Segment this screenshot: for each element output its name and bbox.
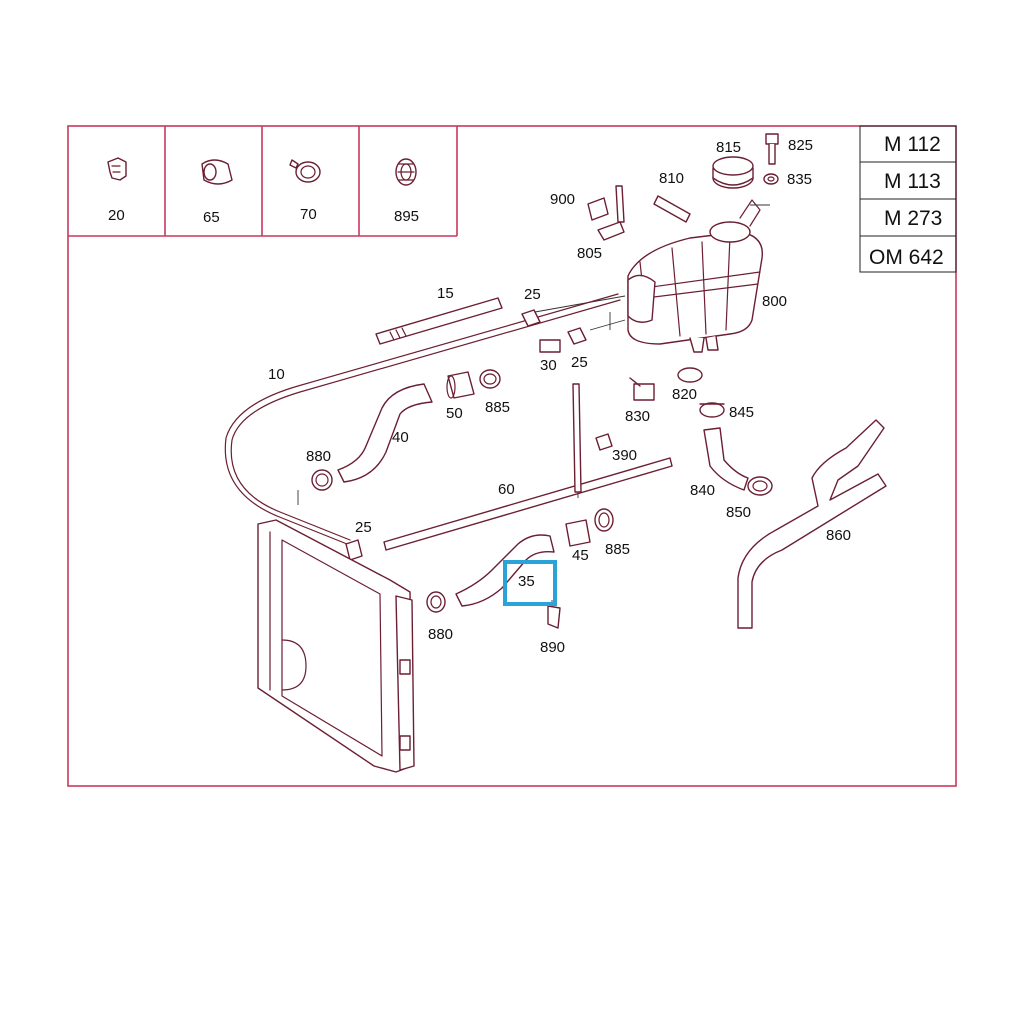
sleeve-30[interactable] bbox=[539, 339, 561, 353]
clip-390[interactable] bbox=[595, 433, 613, 451]
callout-label[interactable]: 900 bbox=[550, 191, 575, 208]
sleeve-50[interactable] bbox=[446, 371, 475, 399]
clamp-880-top[interactable] bbox=[311, 469, 333, 491]
selected-part-highlight bbox=[503, 560, 557, 606]
callout-label[interactable]: 850 bbox=[726, 504, 751, 521]
hose-15[interactable] bbox=[375, 297, 503, 345]
callout-label[interactable]: 860 bbox=[826, 527, 851, 544]
clip-icon[interactable] bbox=[107, 157, 127, 181]
clamp-885-top[interactable] bbox=[479, 369, 501, 389]
callout-label[interactable]: 10 bbox=[268, 366, 285, 383]
legend-strip: 20 65 70 895 bbox=[68, 126, 458, 237]
engine-variant: M 273 bbox=[884, 207, 942, 230]
radiator-cap[interactable] bbox=[712, 156, 754, 189]
callout-label[interactable]: 820 bbox=[672, 386, 697, 403]
sleeve-icon[interactable] bbox=[201, 159, 233, 185]
callout-label[interactable]: 35 bbox=[518, 573, 535, 590]
clamp-880-lower[interactable] bbox=[426, 591, 446, 613]
callout-label[interactable]: 810 bbox=[659, 170, 684, 187]
callout-label[interactable]: 835 bbox=[787, 171, 812, 188]
legend-part-number: 70 bbox=[300, 206, 317, 223]
legend-part-number: 65 bbox=[203, 209, 220, 226]
callout-label[interactable]: 30 bbox=[540, 357, 557, 374]
coolant-expansion-tank[interactable] bbox=[627, 199, 764, 353]
callout-label[interactable]: 805 bbox=[577, 245, 602, 262]
callout-label[interactable]: 890 bbox=[540, 639, 565, 656]
callout-label[interactable]: 390 bbox=[612, 447, 637, 464]
callout-label[interactable]: 60 bbox=[498, 481, 515, 498]
engine-variant: M 112 bbox=[884, 133, 941, 156]
callout-label[interactable]: 45 bbox=[572, 547, 589, 564]
callout-label[interactable]: 825 bbox=[788, 137, 813, 154]
grommet-icon[interactable] bbox=[395, 158, 417, 186]
callout-label[interactable]: 885 bbox=[605, 541, 630, 558]
clamp-885-mid[interactable] bbox=[594, 508, 614, 532]
bleed-line[interactable] bbox=[230, 299, 621, 541]
callout-label[interactable]: 800 bbox=[762, 293, 787, 310]
hose-860[interactable] bbox=[737, 419, 887, 629]
hose-840[interactable] bbox=[703, 427, 749, 491]
engine-variant-table: M 112 M 113 M 273 OM 642 bbox=[859, 125, 957, 273]
callout-label[interactable]: 885 bbox=[485, 399, 510, 416]
engine-variant: M 113 bbox=[884, 170, 941, 193]
callout-label[interactable]: 845 bbox=[729, 404, 754, 421]
hose-clamp-icon[interactable] bbox=[289, 159, 321, 183]
callout-label[interactable]: 815 bbox=[716, 139, 741, 156]
hose-40[interactable] bbox=[337, 383, 433, 483]
legend-part-number: 20 bbox=[108, 207, 125, 224]
bolt-830[interactable] bbox=[629, 377, 655, 401]
sleeve-45[interactable] bbox=[565, 519, 591, 547]
radiator[interactable] bbox=[257, 519, 415, 773]
callout-label[interactable]: 25 bbox=[355, 519, 372, 536]
engine-variant: OM 642 bbox=[869, 246, 944, 269]
callout-label[interactable]: 840 bbox=[690, 482, 715, 499]
callout-label[interactable]: 25 bbox=[571, 354, 588, 371]
callout-label[interactable]: 25 bbox=[524, 286, 541, 303]
bolt-825[interactable] bbox=[765, 133, 779, 165]
clamp-845[interactable] bbox=[699, 402, 725, 418]
callout-label[interactable]: 880 bbox=[306, 448, 331, 465]
level-sensor[interactable] bbox=[587, 185, 625, 241]
clamp-25-mid[interactable] bbox=[567, 327, 587, 345]
callout-label[interactable]: 40 bbox=[392, 429, 409, 446]
tube-810[interactable] bbox=[653, 195, 691, 223]
plug-820[interactable] bbox=[677, 367, 703, 383]
bleed-pipe-60[interactable] bbox=[383, 383, 673, 551]
clip-890[interactable] bbox=[547, 605, 561, 629]
clamp-25-lower[interactable] bbox=[345, 539, 363, 561]
callout-label[interactable]: 880 bbox=[428, 626, 453, 643]
callout-labels: 10 15 25 25 25 30 35 40 45 50 60 390 800… bbox=[268, 137, 851, 656]
callout-label[interactable]: 830 bbox=[625, 408, 650, 425]
callout-label[interactable]: 15 bbox=[437, 285, 454, 302]
diagram-frame bbox=[67, 125, 957, 787]
clamp-25-top[interactable] bbox=[521, 309, 541, 327]
leader-lines bbox=[297, 204, 770, 610]
legend-part-number: 895 bbox=[394, 208, 419, 225]
callout-label[interactable]: 50 bbox=[446, 405, 463, 422]
washer-835[interactable] bbox=[763, 173, 779, 185]
clamp-850[interactable] bbox=[747, 476, 773, 496]
